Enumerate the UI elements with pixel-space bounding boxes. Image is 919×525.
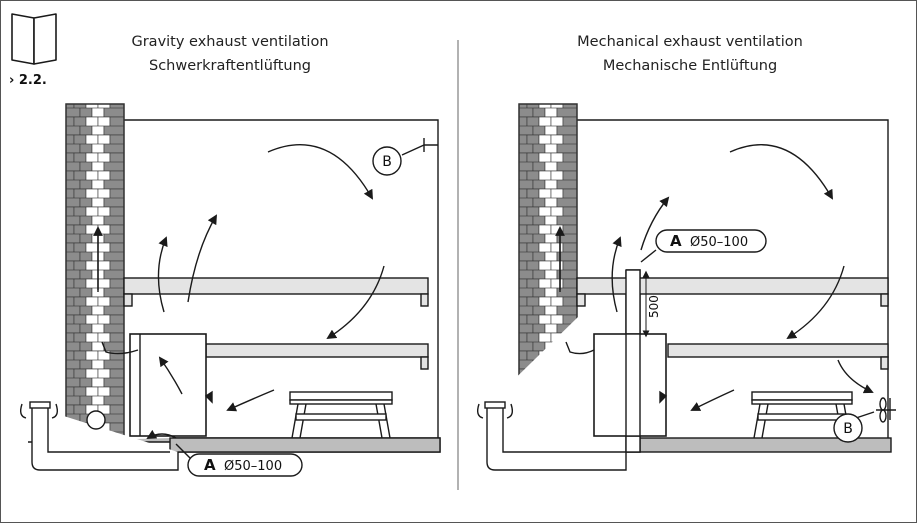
right-label-a-letter: A xyxy=(670,232,682,250)
left-label-b-text: B xyxy=(382,154,392,170)
left-label-b xyxy=(372,146,402,176)
left-label-a-letter: A xyxy=(204,456,216,474)
sauna-heater xyxy=(129,333,207,437)
right-label-a-size: Ø50–100 xyxy=(690,235,748,250)
fan-icon xyxy=(876,397,896,423)
left-panel xyxy=(19,103,441,471)
room-outline xyxy=(577,119,889,440)
footstool xyxy=(751,391,853,439)
right-label-b-text: B xyxy=(843,421,853,437)
right-panel xyxy=(476,103,896,471)
left-label-a xyxy=(187,453,303,477)
dimension-label: 500 xyxy=(647,295,661,318)
right-label-a xyxy=(655,229,767,253)
footstool xyxy=(289,391,393,439)
lower-bench xyxy=(667,343,889,358)
upper-bench xyxy=(576,277,889,295)
room-outline xyxy=(124,119,439,440)
right-title-en: Mechanical exhaust ventilation xyxy=(577,34,803,50)
book-icon xyxy=(11,13,57,65)
brick-wall xyxy=(65,103,125,443)
section-reference: › 2.2. xyxy=(9,73,47,88)
left-title-de: Schwerkraftentlüftung xyxy=(148,58,312,74)
left-title-en: Gravity exhaust ventilation xyxy=(131,34,329,50)
left-label-a-size: Ø50–100 xyxy=(224,459,282,474)
lower-bench xyxy=(205,343,429,358)
right-label-b xyxy=(833,413,863,443)
right-title-de: Mechanische Entlüftung xyxy=(602,58,778,74)
upper-bench xyxy=(123,277,429,295)
